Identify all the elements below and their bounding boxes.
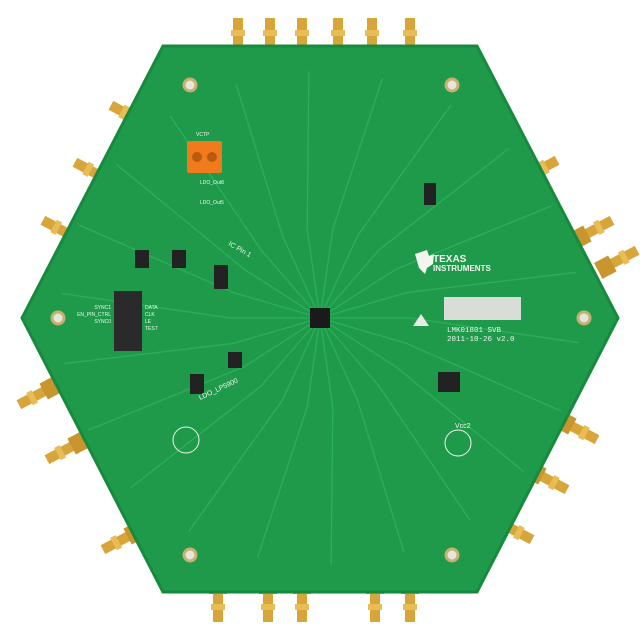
esd-warning-icon — [413, 314, 429, 326]
header-label: TEST — [145, 326, 158, 332]
brand-line1: TEXAS — [433, 254, 467, 265]
part-label: LMK01801 SVB — [447, 327, 502, 335]
brand-line2: INSTRUMENTS — [433, 264, 491, 273]
trace — [256, 317, 321, 558]
header-label: SYNC1 — [94, 305, 111, 311]
trace — [188, 317, 321, 532]
header-label: CLK — [145, 312, 155, 318]
trace — [78, 224, 321, 319]
trace — [319, 317, 405, 552]
trace — [319, 317, 334, 565]
vcc2-label: Vcc2 — [455, 423, 471, 430]
trace — [319, 147, 510, 319]
trace — [306, 71, 321, 319]
trace — [64, 317, 321, 365]
mounting-holes — [50, 77, 592, 563]
ldo-circles — [172, 426, 472, 457]
header-label: DATA — [145, 305, 158, 311]
ldo-out8-label: LDO_Out8 — [200, 180, 224, 186]
trace — [115, 163, 321, 319]
header-label: LE — [145, 319, 152, 325]
jumper-blocks — [135, 183, 460, 394]
trace — [235, 84, 321, 319]
terminal-block — [187, 141, 222, 173]
trace — [319, 271, 576, 319]
ti-logo: TEXAS INSTRUMENTS — [415, 250, 491, 274]
trace — [319, 317, 471, 521]
trace — [130, 317, 321, 489]
ldo-out5-label: LDO_Out5 — [200, 200, 224, 206]
sma-connector — [594, 245, 640, 279]
trace — [319, 78, 384, 319]
main-ic — [310, 308, 330, 328]
trace — [88, 317, 321, 431]
header-label: EN_PIN_CTRL — [77, 312, 111, 318]
header-label: SYNC0 — [94, 319, 111, 325]
trace — [320, 317, 579, 344]
date-version: 2011-10-26 v2.0 — [447, 336, 515, 344]
vctp-label: VCTP — [196, 132, 210, 138]
trace — [319, 317, 525, 473]
label-area — [444, 297, 521, 320]
jtag-header — [114, 291, 142, 351]
trace — [319, 317, 562, 412]
trace — [319, 205, 552, 319]
trace — [319, 104, 452, 319]
